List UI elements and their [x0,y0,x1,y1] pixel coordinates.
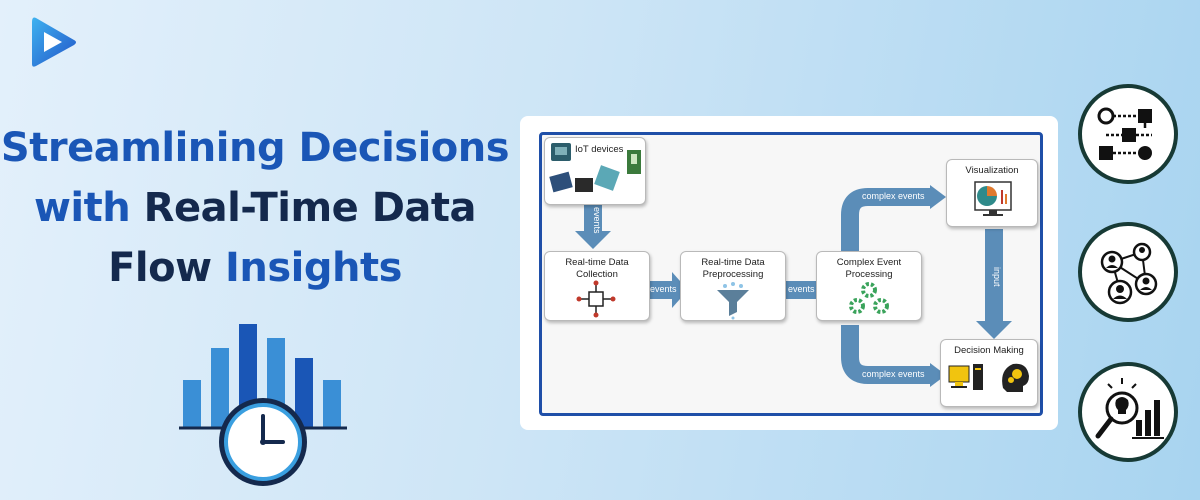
node-cep-label: Complex Event Processing [836,257,902,280]
arrow-iot-to-collection [575,205,611,249]
headline-line3-dark: Flow [108,245,212,291]
node-iot-label: IoT devices [575,144,624,155]
arrow-cep-to-decision [841,325,946,387]
funnel-icon [717,282,749,320]
edge-label-preprocessing-cep: events [788,284,815,294]
diagram-card: events events events complex events comp… [520,116,1058,430]
headline-line2-accent: with [33,185,131,231]
bar-clock-icon [179,324,347,486]
diagram-arrows [575,185,1012,387]
node-preprocessing-label: Real-time Data Preprocessing [701,257,765,280]
edge-label-visualization-decision: input [992,267,1002,287]
page-title: Streamlining Decisions with Real-Time Da… [0,118,510,298]
edge-label-collection-preprocessing: events [650,284,677,294]
node-iot-devices: IoT devices [544,137,646,205]
edge-label-cep-decision: complex events [862,369,925,379]
iot-sensors-icon [549,143,641,193]
people-network-icon [1078,222,1178,322]
insight-analytics-icon [1078,362,1178,462]
headline-line3-accent: Insights [224,245,402,291]
node-data-preprocessing: Real-time Data Preprocessing [680,251,786,321]
logo-play-icon [32,17,76,67]
node-collection-label: Real-time Data Collection [565,257,629,280]
node-decision-label: Decision Making [954,345,1024,356]
node-decision-making: Decision Making [940,339,1038,407]
node-visualization: Visualization [946,159,1038,227]
gears-icon [849,282,889,314]
edge-label-cep-visualization: complex events [862,191,925,201]
workflow-icon [1078,84,1178,184]
dashboard-chart-icon [974,181,1012,216]
arrow-visualization-to-decision [976,229,1012,339]
headline-line1: Streamlining Decisions [0,125,510,171]
edge-label-iot-collection: events [592,207,602,234]
headline-line2-dark: Real-Time Data [143,185,477,231]
chip-network-icon [576,280,616,318]
arrow-cep-to-visualization [841,185,946,251]
node-visualization-label: Visualization [965,165,1019,176]
node-complex-event-processing: Complex Event Processing [816,251,922,321]
computer-brain-icon [948,363,1029,392]
data-flow-diagram: events events events complex events comp… [539,132,1043,416]
node-data-collection: Real-time Data Collection [544,251,650,321]
